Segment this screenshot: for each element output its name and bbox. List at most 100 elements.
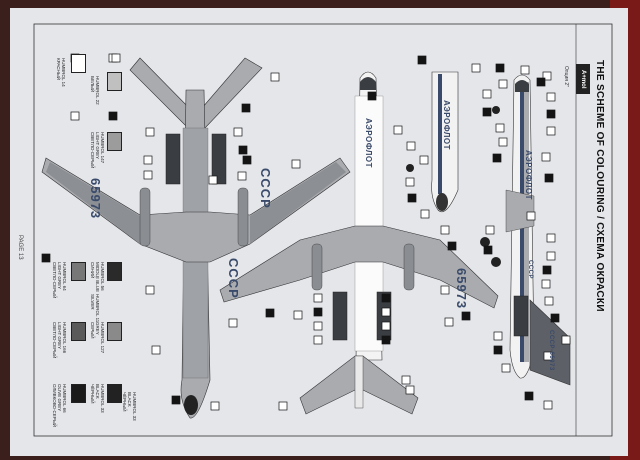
underside-gear-pod-right xyxy=(237,187,249,247)
callout-marker xyxy=(406,141,416,151)
callout-marker xyxy=(111,53,121,63)
marking-reg-top-wing-right: 65973 xyxy=(454,268,469,310)
paint-swatch-olive-grey xyxy=(71,384,86,403)
callout-marker xyxy=(546,92,556,102)
callout-marker xyxy=(237,171,247,181)
callout-marker xyxy=(541,279,551,289)
callout-marker xyxy=(233,127,243,137)
callout-marker xyxy=(440,285,450,295)
callout-marker xyxy=(419,155,429,165)
callout-marker xyxy=(171,395,181,405)
gear-wheel xyxy=(406,164,414,172)
callout-marker xyxy=(482,107,492,117)
callout-marker xyxy=(278,401,288,411)
callout-marker xyxy=(561,335,571,345)
marking-reg-underside-fuselage: СССР xyxy=(258,168,273,209)
side-fin xyxy=(529,299,571,386)
callout-marker xyxy=(242,155,252,165)
callout-marker xyxy=(447,241,457,251)
top-wing xyxy=(219,225,499,309)
callout-marker xyxy=(407,193,417,203)
paint-label: HUMBROL 147 LIGHT GREY СВЕТЛО-СЕРЫЙ xyxy=(90,132,105,169)
callout-marker xyxy=(265,308,275,318)
paint-label: HUMBROL 56 MIDDLE BLUE СИНИЙ xyxy=(90,262,105,293)
option-tag: Опция 2" xyxy=(563,66,569,87)
callout-marker xyxy=(210,401,220,411)
callout-marker xyxy=(381,307,391,317)
aircraft-side-view-nose xyxy=(431,71,459,213)
callout-marker xyxy=(313,307,323,317)
underside-engine-left xyxy=(165,133,181,185)
callout-marker xyxy=(393,125,403,135)
gear-wheel xyxy=(491,257,501,267)
callout-marker xyxy=(143,155,153,165)
callout-marker xyxy=(291,159,301,169)
paint-swatch-black-2 xyxy=(107,384,122,403)
callout-marker xyxy=(401,375,411,385)
callout-marker xyxy=(542,265,552,275)
callout-marker xyxy=(151,345,161,355)
callout-marker xyxy=(495,63,505,73)
marking-reg-side-fin: СССР-65973 xyxy=(548,330,554,371)
paint-label: HUMBROL 64 LIGHT GREY СВЕТЛО-СЕРЫЙ xyxy=(52,262,67,299)
paint-label: HUMBROL 127 GREY СЕРЫЙ xyxy=(90,322,105,354)
callout-markers xyxy=(41,53,571,411)
callout-marker xyxy=(526,211,536,221)
callout-marker xyxy=(145,285,155,295)
callout-marker xyxy=(492,153,502,163)
callout-marker xyxy=(485,225,495,235)
callout-marker xyxy=(145,127,155,137)
callout-marker xyxy=(143,170,153,180)
callout-marker xyxy=(550,313,560,323)
top-fin xyxy=(354,355,364,409)
callout-marker xyxy=(440,225,450,235)
paint-swatch-grey-2 xyxy=(107,322,122,341)
callout-marker xyxy=(482,89,492,99)
marking-airline-title-top: АЭРОФЛОТ xyxy=(364,118,373,168)
callout-marker xyxy=(493,331,503,341)
aircraft-side-view-full xyxy=(505,74,571,386)
callout-marker xyxy=(417,55,427,65)
page-number: PAGE 13 xyxy=(17,235,23,260)
callout-marker xyxy=(313,335,323,345)
gear-wheel xyxy=(492,106,500,114)
paint-swatch-grey xyxy=(107,72,122,91)
paint-label: HUMBROL 166 LIGHT GREY СВЕТЛО-СЕРЫЙ xyxy=(52,322,67,359)
paint-label: HUMBROL 66 OLIVE GREY ОЛИВКОВО-СЕРЫЙ xyxy=(52,384,67,428)
callout-marker xyxy=(471,63,481,73)
callout-marker xyxy=(444,317,454,327)
callout-marker xyxy=(546,251,556,261)
callout-marker xyxy=(493,345,503,355)
callout-marker xyxy=(208,175,218,185)
callout-marker xyxy=(546,233,556,243)
sheet-title: THE SCHEME OF COLOURING / СХЕМА ОКРАСКИ xyxy=(594,60,605,312)
paint-label: HUMBROL 33 BLACK ЧЁРНЫЙ xyxy=(122,392,137,421)
top-gear-pod-left xyxy=(311,243,323,291)
callout-marker xyxy=(544,296,554,306)
sheet-frame xyxy=(33,23,613,437)
side-cockpit-glass xyxy=(515,80,529,92)
callout-marker xyxy=(541,152,551,162)
marking-airline-title-side: АЭРОФЛОТ xyxy=(524,150,533,200)
callout-marker xyxy=(498,79,508,89)
marking-airline-title-side-nose: АЭРОФЛОТ xyxy=(442,100,451,150)
callout-marker xyxy=(108,111,118,121)
marking-reg-underside-wing: 65973 xyxy=(88,178,103,220)
paint-swatch-white xyxy=(71,54,86,73)
underside-wing-flap-left xyxy=(46,162,140,244)
callout-marker xyxy=(381,293,391,303)
callout-marker xyxy=(41,253,51,263)
callout-marker xyxy=(483,245,493,255)
callout-marker xyxy=(524,391,534,401)
paint-swatch-light-grey xyxy=(107,132,122,151)
callout-marker xyxy=(270,72,280,82)
callout-marker xyxy=(381,335,391,345)
callout-marker xyxy=(544,173,554,183)
landing-gear-details xyxy=(406,106,501,267)
paint-label: HUMBROL 11 SILVER xyxy=(90,294,100,323)
callout-marker xyxy=(546,109,556,119)
underside-wing-flap-right xyxy=(250,162,346,244)
callout-marker xyxy=(405,177,415,187)
callout-marker xyxy=(313,293,323,303)
underside-gear-pod-left xyxy=(139,187,151,247)
